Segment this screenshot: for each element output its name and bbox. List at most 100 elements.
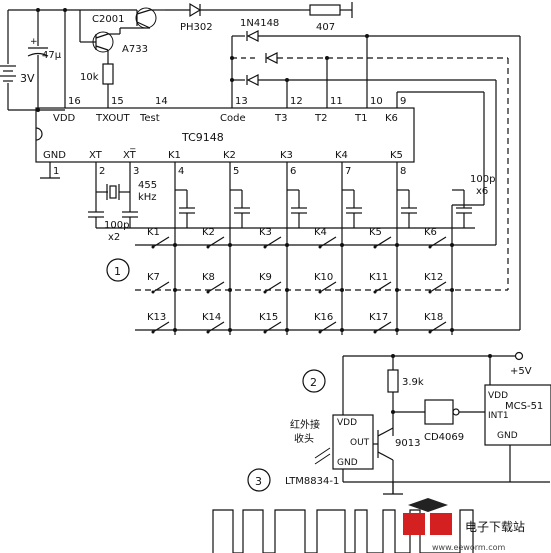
matrix-node bbox=[450, 328, 454, 332]
ic-pin-number: 6 bbox=[290, 166, 296, 177]
driver-transistor-section: C2001 A733 10k bbox=[79, 7, 165, 108]
ic-bottom-wiring: 455 kHz 100p x2 100p x6 bbox=[40, 162, 495, 243]
section-marker-2: 2 bbox=[302, 369, 326, 393]
key-switch bbox=[429, 236, 447, 248]
key-switch bbox=[374, 321, 392, 333]
crystal-cap-value: 100p bbox=[104, 220, 129, 231]
crystal-cap-count: x2 bbox=[108, 232, 120, 243]
module-out-pin: OUT bbox=[350, 438, 370, 448]
module-part-label: LTM8834-1 bbox=[285, 476, 339, 487]
key-cap-count: x6 bbox=[476, 186, 488, 197]
ic-pin-name: K2 bbox=[223, 150, 236, 161]
key-label: K3 bbox=[259, 227, 272, 238]
matrix-node bbox=[228, 243, 232, 247]
matrix-node bbox=[173, 328, 177, 332]
ir-receive-arrows-icon bbox=[314, 447, 331, 465]
key-label: K5 bbox=[369, 227, 382, 238]
diode-1n4148-label: 1N4148 bbox=[240, 18, 279, 29]
key-switch bbox=[429, 281, 447, 293]
svg-text:+: + bbox=[30, 37, 38, 47]
matrix-node bbox=[395, 328, 399, 332]
key-contact bbox=[428, 330, 432, 334]
key-label: K15 bbox=[259, 312, 278, 323]
key-label: K16 bbox=[314, 312, 333, 323]
ic-pin-name: K4 bbox=[335, 150, 348, 161]
matrix-node bbox=[450, 288, 454, 292]
key-switch bbox=[264, 236, 282, 248]
key-switch bbox=[319, 281, 337, 293]
matrix-node bbox=[395, 243, 399, 247]
ic-pin-name: Code bbox=[220, 113, 246, 124]
svg-text:1: 1 bbox=[114, 265, 121, 278]
key-label: K12 bbox=[424, 272, 443, 283]
ic-pin-name: T2 bbox=[314, 113, 327, 124]
key-contact bbox=[428, 290, 432, 294]
key-label: K7 bbox=[147, 272, 160, 283]
ic-pin-number: 15 bbox=[111, 96, 124, 107]
ic-pin-number: 7 bbox=[345, 166, 351, 177]
key-contact bbox=[263, 245, 267, 249]
key-label: K17 bbox=[369, 312, 388, 323]
ic-tc9148: TC9148 bbox=[35, 107, 415, 163]
ic-pin-name: TXOUT bbox=[95, 113, 131, 124]
key-switch bbox=[429, 321, 447, 333]
receiver-circuit: +5V 3.9k CD4069 9013 VDD OUT GND bbox=[285, 351, 551, 495]
matrix-node bbox=[450, 243, 454, 247]
section-marker-1: 1 bbox=[106, 258, 130, 282]
diode-matrix bbox=[230, 30, 521, 330]
mcu-int1-pin: INT1 bbox=[488, 411, 509, 421]
ic-pin-name: GND bbox=[43, 150, 66, 161]
ic-pin-number: 12 bbox=[290, 96, 303, 107]
key-switch bbox=[207, 321, 225, 333]
watermark-logo: 电子下载站 www.eeworm.com bbox=[403, 498, 525, 552]
key-label: K2 bbox=[202, 227, 215, 238]
key-switch bbox=[152, 236, 170, 248]
key-label: K4 bbox=[314, 227, 327, 238]
key-label: K10 bbox=[314, 272, 333, 283]
matrix-node bbox=[285, 288, 289, 292]
matrix-node bbox=[340, 328, 344, 332]
key-label: K9 bbox=[259, 272, 272, 283]
key-contact bbox=[373, 330, 377, 334]
key-switch bbox=[264, 281, 282, 293]
key-contact bbox=[373, 245, 377, 249]
matrix-node bbox=[173, 288, 177, 292]
power-supply-section: 3V + 47μ bbox=[0, 8, 80, 112]
key-switch bbox=[374, 236, 392, 248]
ic-pin-number: 1 bbox=[53, 166, 59, 177]
ic-pin-name: K3 bbox=[280, 150, 293, 161]
matrix-node bbox=[395, 288, 399, 292]
ic-pin-name: VDD bbox=[53, 113, 76, 124]
ic-pin-name: K1 bbox=[168, 150, 181, 161]
key-label: K6 bbox=[424, 227, 437, 238]
ic-pin-name: T1 bbox=[354, 113, 367, 124]
matrix-node bbox=[340, 288, 344, 292]
key-contact bbox=[318, 330, 322, 334]
key-contact bbox=[428, 245, 432, 249]
section-marker-3: 3 bbox=[247, 468, 271, 492]
transistor-c2001-label: C2001 bbox=[92, 14, 124, 25]
key-contact bbox=[151, 290, 155, 294]
battery-symbol bbox=[0, 65, 16, 82]
ir-receiver-label-2: 收头 bbox=[294, 432, 314, 445]
ic-pin-number: 16 bbox=[68, 96, 81, 107]
capacitor-47u-symbol: + bbox=[27, 37, 49, 57]
key-switch bbox=[264, 321, 282, 333]
ic-pin-number: 10 bbox=[370, 96, 383, 107]
ir-led-label: PH302 bbox=[180, 22, 213, 33]
ic-pin-number: 5 bbox=[233, 166, 239, 177]
ic-pin-number: 4 bbox=[178, 166, 184, 177]
ic-pin-name: XT̅ bbox=[123, 148, 137, 161]
transistor-a733-label: A733 bbox=[122, 44, 148, 55]
resistor-407-label: 407 bbox=[316, 22, 335, 33]
matrix-node bbox=[173, 243, 177, 247]
key-label: K13 bbox=[147, 312, 166, 323]
crystal-unit: kHz bbox=[138, 192, 157, 203]
ic-pin-name: T3 bbox=[274, 113, 287, 124]
key-switch bbox=[319, 236, 337, 248]
capacitor-47u-label: 47μ bbox=[42, 50, 62, 61]
key-label: K1 bbox=[147, 227, 160, 238]
